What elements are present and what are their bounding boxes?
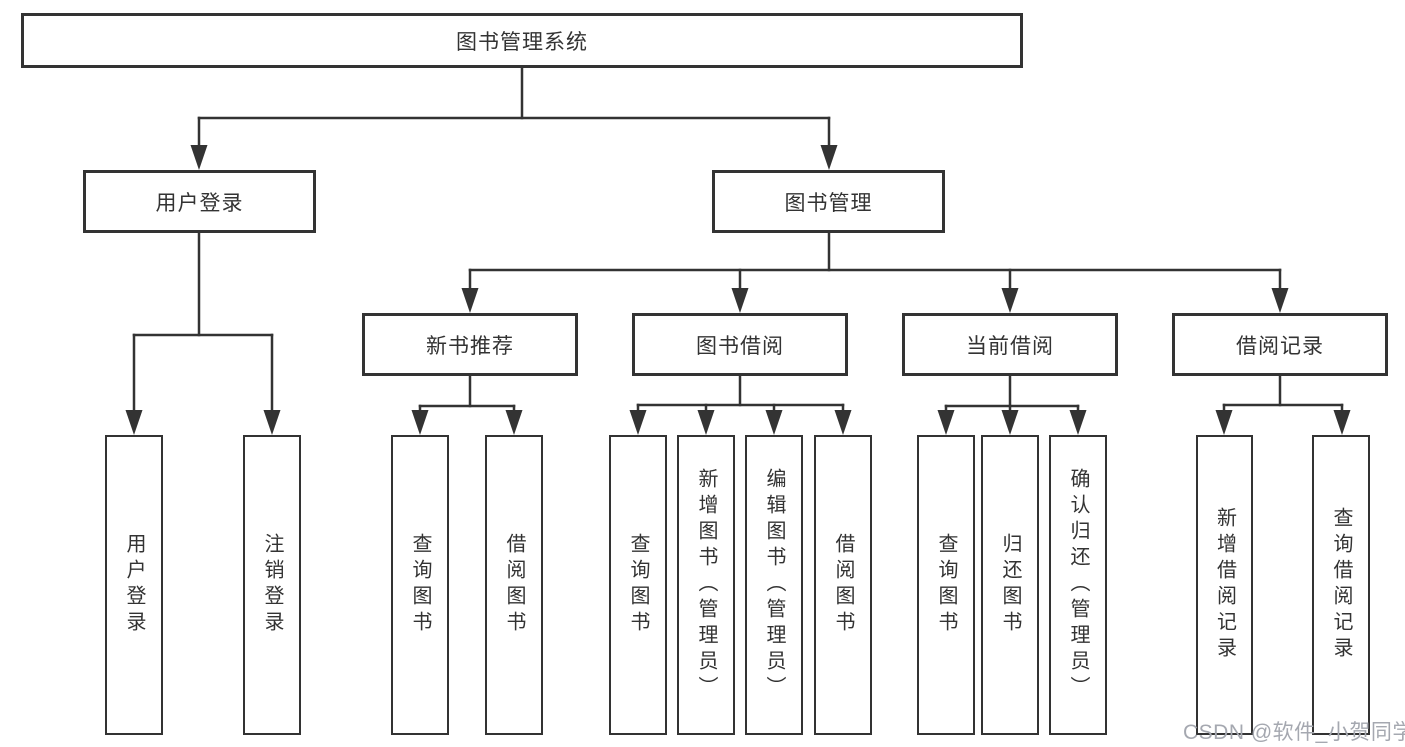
arrow-down-icon	[820, 145, 838, 170]
arrow-down-icon	[411, 410, 429, 435]
node-label-confirm-return-admin: 确认归还（管理员）	[1067, 468, 1089, 702]
arrow-down-icon	[1333, 410, 1351, 435]
node-label-new-book-recommend: 新书推荐	[426, 334, 514, 358]
node-new-book-recommend: 新书推荐	[362, 313, 578, 376]
node-book-management: 图书管理	[712, 170, 945, 233]
watermark: CSDN @软件_小贺同学	[1183, 721, 1405, 744]
node-label-current-borrowing: 当前借阅	[966, 334, 1054, 358]
node-label-user-login: 用户登录	[155, 191, 244, 215]
node-label-add-books-admin: 新增图书（管理员）	[695, 468, 717, 702]
node-label-query-borrow-record: 查询借阅记录	[1330, 507, 1352, 663]
arrow-down-icon	[765, 410, 783, 435]
node-borrowing-records: 借阅记录	[1172, 313, 1388, 376]
node-confirm-return-admin: 确认归还（管理员）	[1049, 435, 1107, 735]
node-label-return-books: 归还图书	[999, 533, 1021, 637]
node-label-borrow-books-1: 借阅图书	[503, 533, 525, 637]
node-borrow-books-2: 借阅图书	[814, 435, 872, 735]
arrow-down-icon	[834, 410, 852, 435]
node-label-book-management: 图书管理	[784, 191, 873, 215]
node-label-borrowing-records: 借阅记录	[1236, 334, 1324, 358]
node-label-query-books-2: 查询图书	[627, 533, 649, 637]
node-current-borrowing: 当前借阅	[902, 313, 1118, 376]
node-root: 图书管理系统	[21, 13, 1023, 68]
arrow-down-icon	[461, 288, 479, 313]
node-label-root: 图书管理系统	[456, 30, 588, 54]
arrow-down-icon	[697, 410, 715, 435]
node-user-login-leaf: 用户登录	[105, 435, 163, 735]
arrow-down-icon	[1001, 288, 1019, 313]
node-query-books-1: 查询图书	[391, 435, 449, 735]
node-label-book-borrowing: 图书借阅	[696, 334, 784, 358]
node-edit-books-admin: 编辑图书（管理员）	[745, 435, 803, 735]
arrow-down-icon	[1271, 288, 1289, 313]
node-book-borrowing: 图书借阅	[632, 313, 848, 376]
node-query-borrow-record: 查询借阅记录	[1312, 435, 1370, 735]
node-borrow-books-1: 借阅图书	[485, 435, 543, 735]
node-label-add-borrow-record: 新增借阅记录	[1213, 507, 1236, 663]
node-label-logout-leaf: 注销登录	[261, 533, 283, 637]
node-query-books-2: 查询图书	[609, 435, 667, 735]
arrow-down-icon	[937, 410, 955, 435]
arrow-down-icon	[190, 145, 208, 170]
arrow-down-icon	[505, 410, 523, 435]
node-user-login: 用户登录	[83, 170, 316, 233]
node-query-books-3: 查询图书	[917, 435, 975, 735]
node-logout-leaf: 注销登录	[243, 435, 301, 735]
node-return-books: 归还图书	[981, 435, 1039, 735]
node-add-books-admin: 新增图书（管理员）	[677, 435, 735, 735]
arrow-down-icon	[1001, 410, 1019, 435]
node-add-borrow-record: 新增借阅记录	[1196, 435, 1253, 735]
node-label-user-login-leaf: 用户登录	[123, 533, 145, 637]
arrow-down-icon	[1069, 410, 1087, 435]
arrow-down-icon	[125, 410, 143, 435]
node-label-borrow-books-2: 借阅图书	[832, 533, 854, 637]
arrow-down-icon	[1215, 410, 1233, 435]
node-label-query-books-1: 查询图书	[409, 533, 431, 637]
node-label-edit-books-admin: 编辑图书（管理员）	[763, 468, 785, 702]
node-label-query-books-3: 查询图书	[935, 533, 957, 637]
arrow-down-icon	[263, 410, 281, 435]
arrow-down-icon	[629, 410, 647, 435]
arrow-down-icon	[731, 288, 749, 313]
